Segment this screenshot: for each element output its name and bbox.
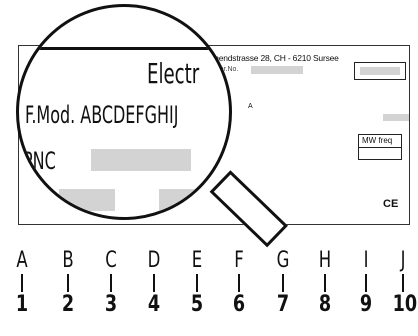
code-column-2: B 2 <box>57 250 79 316</box>
code-letter: I <box>363 248 369 273</box>
code-connector <box>110 274 112 292</box>
code-number: 8 <box>318 292 332 317</box>
marker-a: A <box>248 103 253 110</box>
code-letter: D <box>147 248 161 273</box>
code-column-4: D 4 <box>143 250 165 316</box>
code-connector <box>153 274 155 292</box>
ce-mark: CE <box>383 198 399 210</box>
serial-number-value <box>251 66 303 74</box>
pnc-label-magnified: PNC <box>23 147 56 175</box>
code-connector <box>67 274 69 292</box>
code-number: 2 <box>61 292 75 317</box>
code-number: 5 <box>190 292 204 317</box>
code-number: 4 <box>147 292 161 317</box>
code-number: 7 <box>276 292 290 317</box>
serial-number-label: Ser.No. <box>215 66 239 73</box>
manufacturer-address: Allmendstrasse 28, CH - 6210 Sursee <box>203 53 339 63</box>
code-letter: A <box>16 248 28 273</box>
right-field-value <box>383 114 409 121</box>
code-column-1: A 1 <box>11 250 33 316</box>
brand-name-magnified: Electr <box>147 57 200 90</box>
code-connector <box>238 274 240 292</box>
code-number: 1 <box>15 292 29 317</box>
code-connector <box>282 274 284 292</box>
top-right-box <box>354 62 406 80</box>
code-letter: F <box>234 248 244 273</box>
code-letter: G <box>276 248 290 273</box>
mw-frequency-box: MW freq <box>358 134 402 160</box>
code-column-8: H 8 <box>314 250 336 316</box>
code-connector <box>402 274 404 292</box>
top-right-box-value <box>360 67 400 75</box>
code-number: 3 <box>104 292 118 317</box>
factory-model-magnified: F.Mod. ABCDEFGHIJ <box>25 101 179 129</box>
code-column-3: C 3 <box>100 250 122 316</box>
code-letter: J <box>400 248 406 273</box>
code-column-6: F 6 <box>228 250 250 316</box>
code-connector <box>324 274 326 292</box>
code-letter: B <box>62 248 74 273</box>
code-column-9: I 9 <box>355 250 377 316</box>
lower-field-left-magnified <box>59 189 115 211</box>
plate-top-edge-magnified <box>19 47 229 50</box>
code-letter: C <box>105 248 117 273</box>
code-number: 9 <box>359 292 373 317</box>
code-connector <box>365 274 367 292</box>
magnifying-glass: Electr F.Mod. ABCDEFGHIJ PNC <box>16 4 232 220</box>
code-column-7: G 7 <box>272 250 294 316</box>
code-number: 10 <box>392 292 418 317</box>
code-number: 6 <box>232 292 246 317</box>
code-letter: H <box>318 248 332 273</box>
code-letter: E <box>191 248 203 273</box>
code-connector <box>21 274 23 292</box>
lower-field-right-magnified <box>159 189 195 211</box>
mw-frequency-label: MW freq <box>362 136 393 145</box>
code-column-5: E 5 <box>186 250 208 316</box>
pnc-value-magnified <box>91 149 191 171</box>
code-column-10: J 10 <box>390 248 418 317</box>
mw-frequency-divider <box>359 147 401 148</box>
code-connector <box>196 274 198 292</box>
